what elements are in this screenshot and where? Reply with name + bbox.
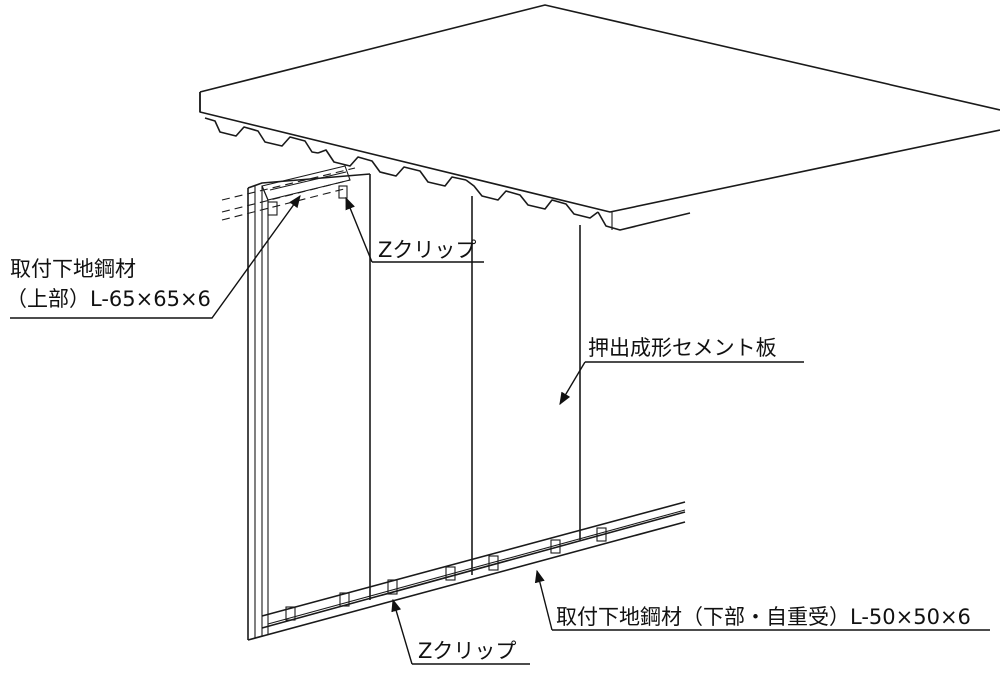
cement-panel-wall [247, 173, 686, 641]
lower-z-clips [285, 527, 607, 621]
z-clip-upper-label: Zクリップ [378, 238, 476, 262]
upper-z-clip-1 [267, 201, 278, 216]
deck-ribs [204, 117, 691, 231]
lower-steel-angle [261, 501, 686, 625]
upper-steel-angle [221, 165, 356, 221]
lower-angle-label: 取付下地鋼材（下部・自重受）L-50×50×6 [556, 605, 971, 629]
upper-z-clip-2 [338, 185, 348, 199]
panel-label: 押出成形セメント板 [588, 336, 777, 360]
leader-lines [10, 194, 990, 665]
upper-angle-label-line2: （上部）L-65×65×6 [6, 287, 211, 311]
z-clip-lower-label: Zクリップ [418, 639, 516, 663]
floor-slab [199, 4, 1000, 213]
upper-angle-label-line1: 取付下地鋼材 [10, 257, 136, 281]
